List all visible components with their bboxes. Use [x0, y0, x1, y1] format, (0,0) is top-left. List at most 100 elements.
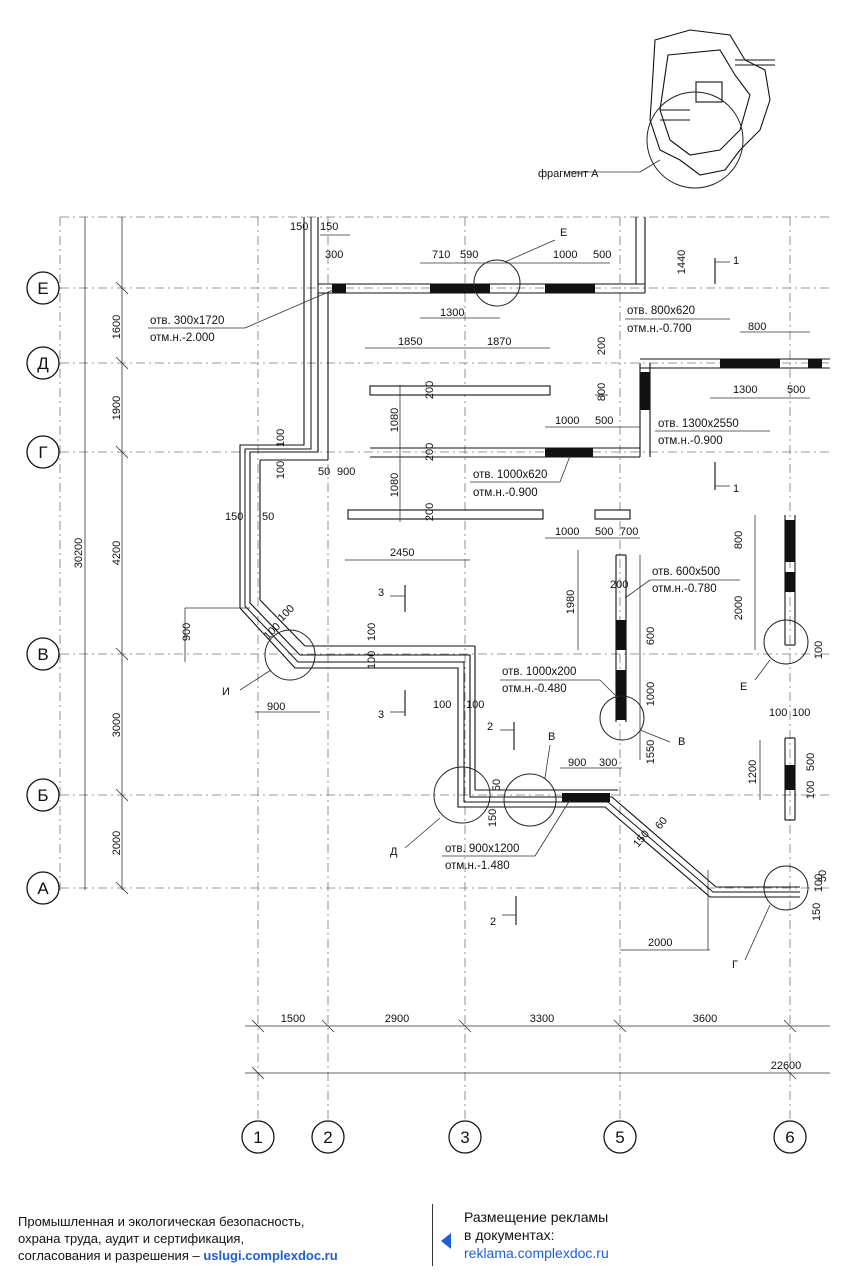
dim-text: 590	[460, 249, 478, 261]
axis-label-letter: Д	[37, 354, 49, 373]
section-mark: 3	[378, 587, 384, 599]
axis-label-letter: Б	[37, 786, 48, 805]
dim-text: 900	[568, 757, 586, 769]
dim-text: 50	[318, 466, 330, 478]
dim-text: 200	[596, 337, 608, 355]
opening-mark: отм.н.-0.780	[652, 583, 717, 595]
dim-text: 1550	[645, 740, 657, 764]
dim-text: 150	[487, 809, 499, 827]
node-label: Г	[732, 959, 738, 971]
dim-text: 1080	[389, 473, 401, 497]
dim-text: 2000	[733, 596, 745, 620]
left-dim: 1900	[111, 396, 123, 420]
dim-text: 600	[645, 627, 657, 645]
dim-text: 1000	[555, 526, 579, 538]
dim-text: 150	[320, 221, 338, 233]
footer: Промышленная и экологическая безопасност…	[0, 1196, 865, 1273]
axis-label-letter: А	[37, 879, 49, 898]
dim-text: 1850	[398, 336, 422, 348]
axis-label-letter: Е	[37, 279, 48, 298]
dim-text: 100	[466, 699, 484, 711]
opening-notes: отв. 300х1720 отм.н.-2.000 отв. 800х620 …	[148, 289, 770, 872]
left-dim: 2000	[111, 831, 123, 855]
axis-label-letter: В	[37, 645, 48, 664]
floor-plan-drawing: фрагмент А 1600 1900 4200 3000 2000 3020…	[26, 29, 830, 1154]
section-mark: 1	[733, 483, 739, 495]
axis-number-markers: 1 2 3 5 6	[241, 1120, 807, 1154]
dim-text: 500	[805, 753, 817, 771]
dim-text: 200	[610, 579, 628, 591]
dim-text: 500	[595, 526, 613, 538]
beams	[347, 385, 631, 520]
dim-text: 100	[276, 603, 297, 624]
dim-text: 1870	[487, 336, 511, 348]
dim-text: 1080	[389, 408, 401, 432]
dim-text: 100	[366, 651, 378, 669]
dim-text: 700	[620, 526, 638, 538]
axis-label-number: 2	[323, 1128, 332, 1147]
bottom-dim: 3600	[693, 1013, 717, 1025]
dim-text: 1000	[555, 415, 579, 427]
bottom-dim: 2900	[385, 1013, 409, 1025]
node-label: И	[222, 686, 230, 698]
key-plan: фрагмент А	[538, 29, 775, 189]
dim-text: 50	[262, 511, 274, 523]
opening-size: отв. 1000х620	[473, 469, 547, 481]
section-mark: 2	[490, 916, 496, 928]
dim-text: 100	[275, 429, 287, 447]
node-label: Е	[740, 681, 747, 693]
dim-text: 200	[424, 503, 436, 521]
left-dimension-chain: 1600 1900 4200 3000 2000 30200	[73, 217, 129, 895]
footer-right-line: Размещение рекламы	[464, 1209, 609, 1225]
footer-left-line3: согласования и разрешения – uslugi.compl…	[18, 1247, 338, 1264]
opening-size: отв. 600х500	[652, 566, 720, 578]
dim-text: 500	[787, 384, 805, 396]
dim-text: 1300	[733, 384, 757, 396]
interior-dimension-texts: 1850 1870 200 800 1080 200 1080 200 200 …	[181, 321, 829, 949]
bottom-dim: 3300	[530, 1013, 554, 1025]
dim-text: 100	[769, 707, 787, 719]
key-plan-label: фрагмент А	[538, 168, 599, 180]
dim-text: 1300	[440, 307, 464, 319]
dim-text: 100	[366, 623, 378, 641]
top-dimension-texts: 150 150 300 710 590 1000 500 1300 1440	[290, 221, 688, 319]
node-label: Е	[560, 227, 567, 239]
node-label: В	[678, 736, 685, 748]
dim-text: 300	[599, 757, 617, 769]
dim-text: 150	[225, 511, 243, 523]
openings	[332, 284, 822, 802]
left-total-dim: 30200	[73, 538, 85, 569]
section-mark: 2	[487, 721, 493, 733]
dim-text: 2000	[648, 937, 672, 949]
dim-text: 710	[432, 249, 450, 261]
opening-size: отв. 800х620	[627, 305, 695, 317]
opening-size: отв. 1000х200	[502, 666, 576, 678]
footer-right-text: Размещение рекламы в документах: reklama…	[464, 1208, 609, 1262]
dim-text: 100	[433, 699, 451, 711]
footer-right-link[interactable]: reklama.complexdoc.ru	[464, 1245, 609, 1261]
footer-separator	[432, 1204, 433, 1266]
dim-text: 300	[325, 249, 343, 261]
footer-left-line: Промышленная и экологическая безопасност…	[18, 1214, 305, 1229]
left-dim: 3000	[111, 713, 123, 737]
bottom-total-dim: 22600	[771, 1060, 802, 1072]
axis-label-number: 5	[615, 1128, 624, 1147]
section-mark: 3	[378, 709, 384, 721]
dim-text: 500	[593, 249, 611, 261]
dim-text: 150	[811, 903, 823, 921]
opening-mark: отм.н.-2.000	[150, 332, 215, 344]
axis-label-letter: Г	[38, 443, 47, 462]
dim-text: 2450	[390, 547, 414, 559]
node-label: Д	[390, 846, 398, 858]
bottom-dim: 1500	[281, 1013, 305, 1025]
dim-text: 100	[813, 874, 825, 892]
footer-left-text: Промышленная и экологическая безопасност…	[18, 1213, 338, 1264]
opening-mark: отм.н.-1.480	[445, 860, 510, 872]
dim-text: 50	[491, 779, 503, 791]
dim-text: 800	[748, 321, 766, 333]
footer-left-link[interactable]: uslugi.complexdoc.ru	[203, 1248, 338, 1263]
dim-text: 900	[181, 623, 193, 641]
dim-text: 800	[733, 531, 745, 549]
axis-label-number: 1	[253, 1128, 262, 1147]
dim-text: 100	[275, 461, 287, 479]
